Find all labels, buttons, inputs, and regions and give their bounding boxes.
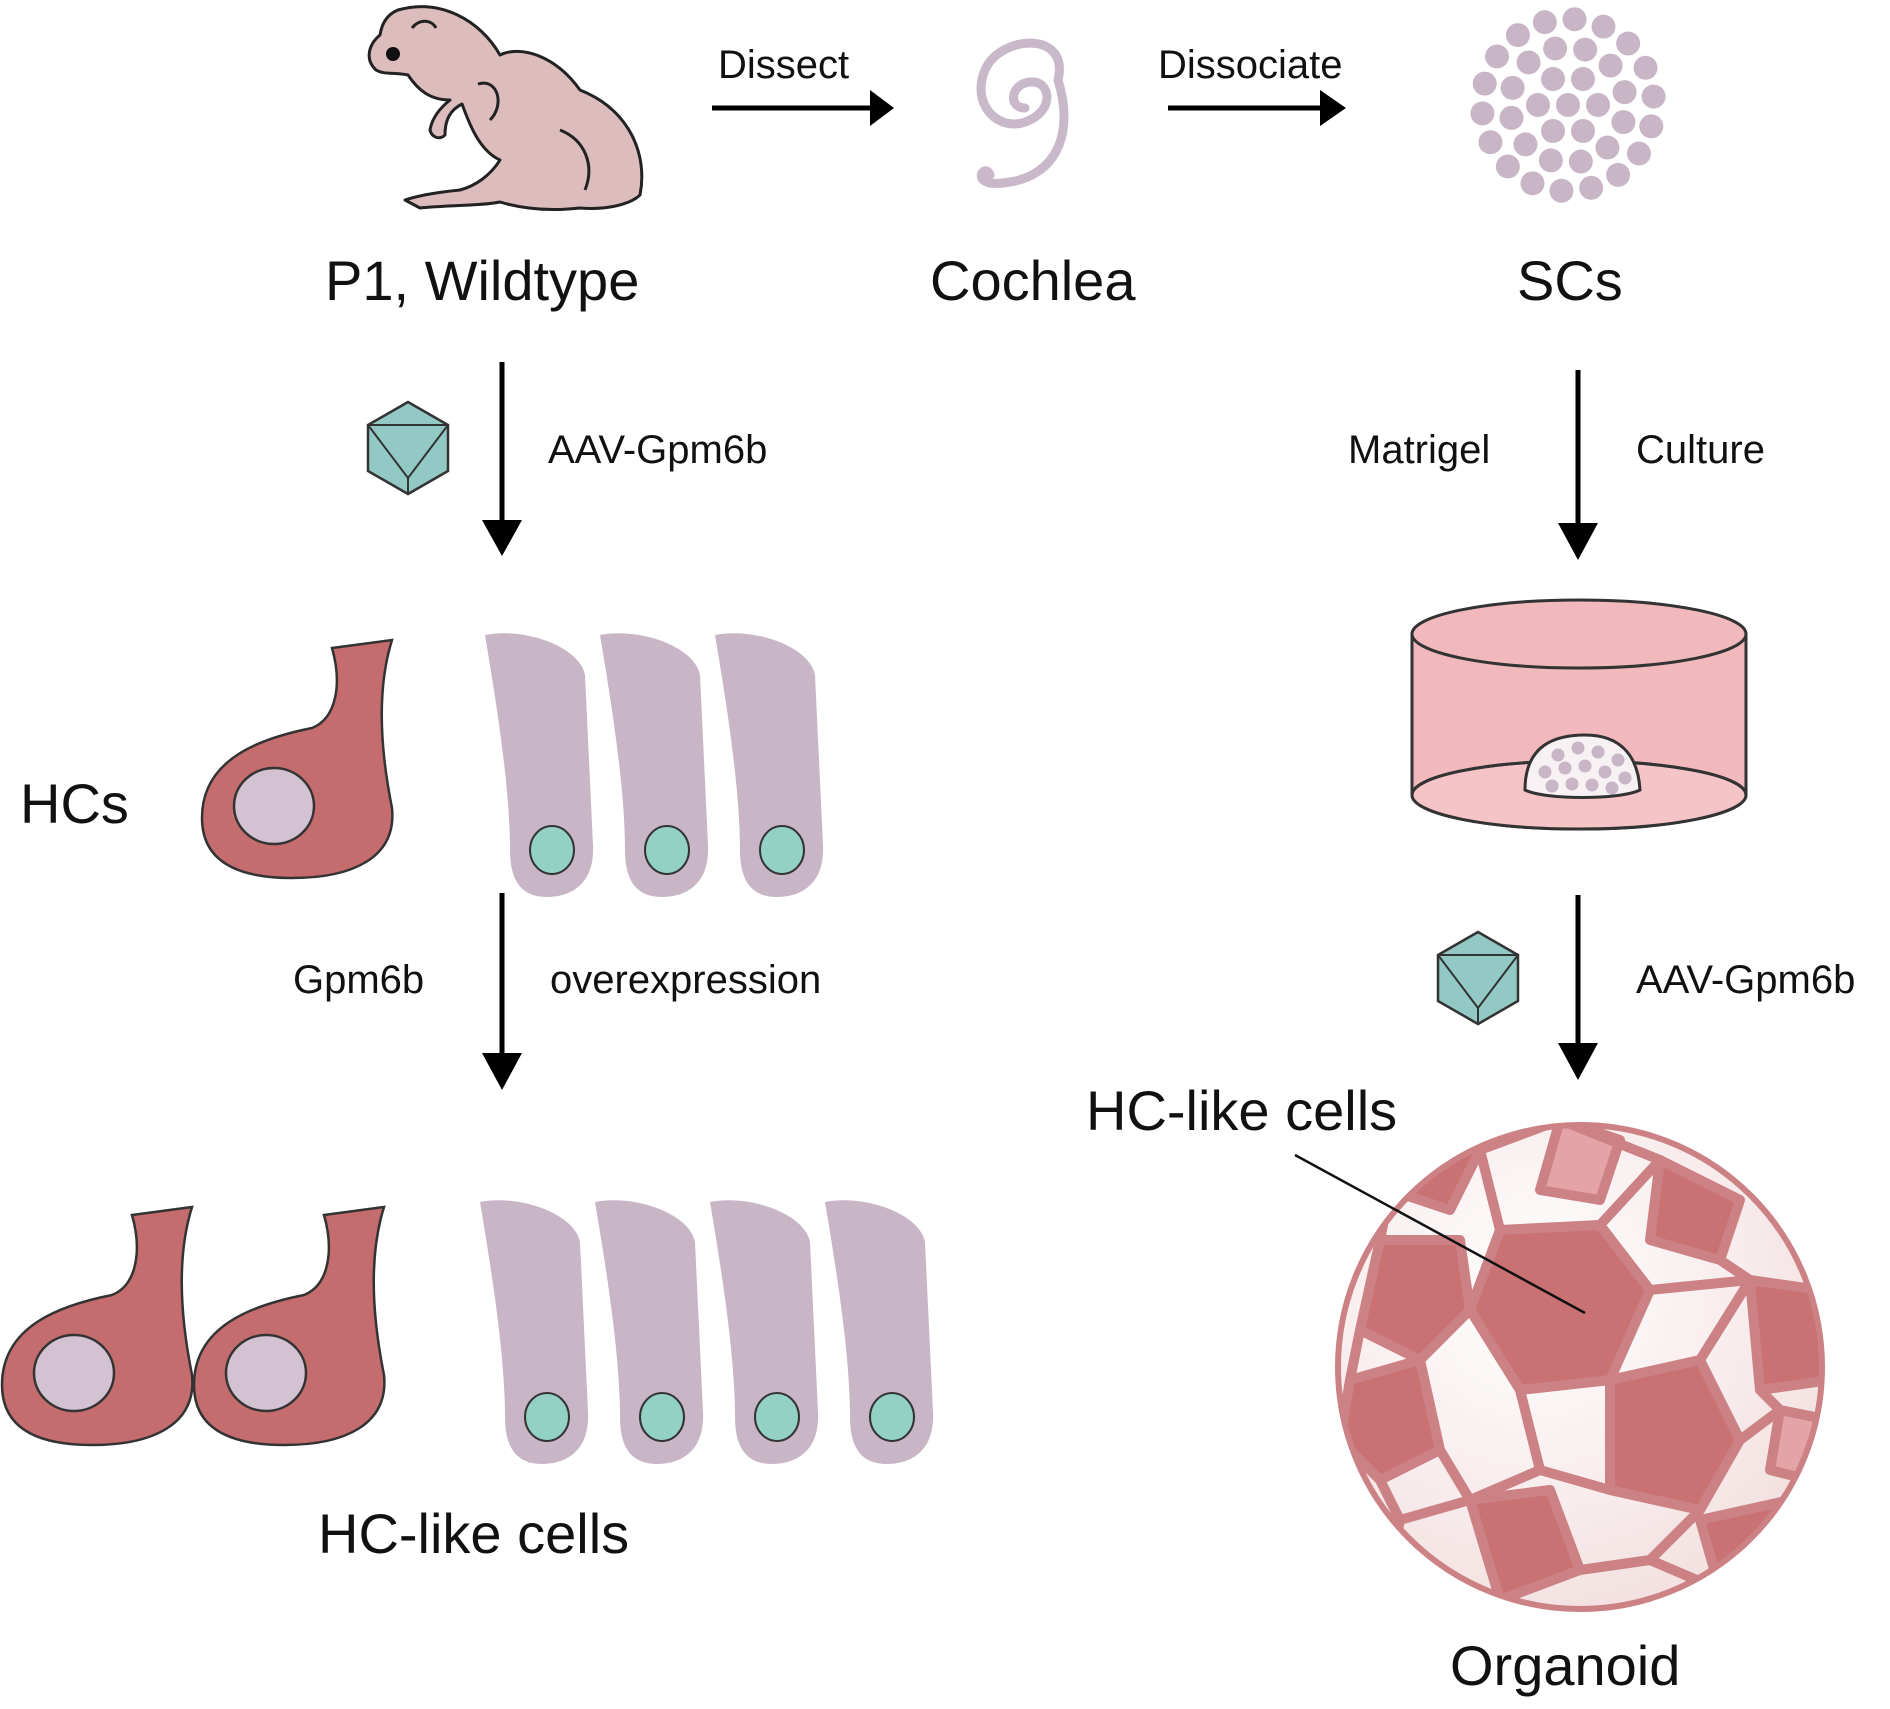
dish-cell-dot [1618, 771, 1632, 785]
label-culture: Culture [1636, 428, 1765, 472]
virus-icon-right [1436, 930, 1520, 1026]
supporting-cell-nucleus [639, 1392, 685, 1442]
sc-dot [1573, 37, 1598, 62]
sc-dot [1538, 148, 1563, 173]
sc-dot [1598, 53, 1623, 78]
sc-dot [1571, 118, 1595, 143]
label-gpm6b: Gpm6b [293, 958, 424, 1002]
sc-dot [1478, 130, 1503, 155]
label-scs: SCs [1517, 249, 1623, 312]
sc-dot [1641, 84, 1666, 109]
arrow-aav-right [1558, 895, 1598, 1080]
label-aav-right: AAV-Gpm6b [1636, 958, 1855, 1002]
label-hc-like-cells-right: HC-like cells [1086, 1079, 1397, 1142]
sc-dot [1520, 171, 1545, 196]
sc-dot [1611, 110, 1636, 135]
dish-cell-dot [1558, 761, 1572, 775]
hair-cell [0, 1205, 194, 1447]
sc-dot [1626, 141, 1651, 166]
virus-icon [366, 400, 450, 496]
sc-dot [1513, 132, 1538, 157]
sc-dot [1505, 23, 1530, 48]
label-dissect: Dissect [718, 43, 849, 87]
supporting-cell-nucleus [869, 1392, 915, 1442]
label-matrigel: Matrigel [1348, 428, 1490, 472]
sc-dot [1472, 71, 1497, 96]
label-hc-like-cells-left: HC-like cells [318, 1502, 629, 1565]
label-dissociate: Dissociate [1158, 43, 1343, 87]
hair-cell-nucleus [232, 766, 316, 846]
supporting-cell-nucleus [644, 825, 690, 875]
supporting-cells-row-2 [480, 1200, 934, 1464]
sc-dot [1495, 154, 1520, 179]
sc-dot [1633, 55, 1658, 80]
sc-dot [1606, 162, 1631, 187]
dish-cell-dot [1545, 779, 1559, 793]
sc-dot [1549, 178, 1574, 203]
supporting-cell-nucleus [524, 1392, 570, 1442]
supporting-cell-nucleus [529, 825, 575, 875]
mouse-pup-icon [367, 5, 644, 212]
arrow-dissect [712, 90, 894, 126]
hair-cells-row [200, 638, 394, 880]
arrow-overexpression [482, 893, 522, 1090]
dish-cell-dot [1538, 765, 1552, 779]
hc-like-cells-row [0, 1205, 386, 1447]
sc-dot [1541, 67, 1565, 92]
sc-dot [1612, 80, 1637, 105]
sc-dot [1499, 105, 1524, 130]
sc-dot [1616, 31, 1641, 56]
sc-dot [1595, 135, 1620, 160]
dish-cell-dot [1605, 781, 1619, 795]
dish-cell-dot [1591, 745, 1605, 759]
label-aav-left: AAV-Gpm6b [548, 428, 767, 472]
sc-dot [1556, 93, 1580, 117]
sc-dot [1639, 114, 1664, 139]
label-hcs: HCs [20, 772, 129, 835]
sc-dot [1568, 149, 1593, 174]
organoid-icon [1335, 1122, 1825, 1612]
sc-dot [1485, 44, 1510, 69]
sc-dot [1541, 118, 1565, 143]
arrow-matrigel-culture [1558, 370, 1598, 560]
arrow-dissociate [1168, 90, 1346, 126]
sc-dot [1532, 10, 1557, 35]
cochlea-icon [976, 38, 1069, 188]
hair-cell-nucleus [32, 1333, 116, 1413]
dish-cell-dot [1571, 741, 1585, 755]
dish-cell-dot [1551, 748, 1565, 762]
sc-dot [1579, 175, 1604, 200]
supporting-cell-nucleus [754, 1392, 800, 1442]
label-overexpression: overexpression [550, 958, 821, 1002]
dish-cell-dot [1578, 759, 1592, 773]
sc-dot [1562, 7, 1587, 32]
hair-cell-nucleus [224, 1333, 308, 1413]
arrow-aav-left [482, 362, 522, 556]
sc-dot [1516, 50, 1541, 75]
dish-cells-dots [1538, 741, 1632, 795]
label-cochlea: Cochlea [930, 249, 1136, 312]
sc-dot [1470, 101, 1495, 126]
dish-cell-dot [1598, 765, 1612, 779]
sc-dot [1526, 93, 1550, 117]
label-organoid: Organoid [1450, 1634, 1680, 1697]
dish-cell-dot [1585, 778, 1599, 792]
sc-dot [1586, 93, 1610, 117]
supporting-cells-row [485, 633, 824, 897]
sc-dot [1591, 14, 1616, 39]
hair-cell [192, 1205, 386, 1447]
supporting-cell-nucleus [759, 825, 805, 875]
label-p1-wildtype: P1, Wildtype [325, 249, 639, 312]
hair-cell [200, 638, 394, 880]
dish-cell-dot [1611, 753, 1625, 767]
sc-dot [1543, 36, 1568, 61]
pointer-line [1294, 1153, 1586, 1315]
culture-dish-icon [1410, 598, 1748, 831]
supporting-cells-cluster-icon [1470, 7, 1666, 203]
sc-dot [1500, 75, 1525, 100]
sc-dot [1571, 67, 1595, 92]
dish-cell-dot [1565, 777, 1579, 791]
